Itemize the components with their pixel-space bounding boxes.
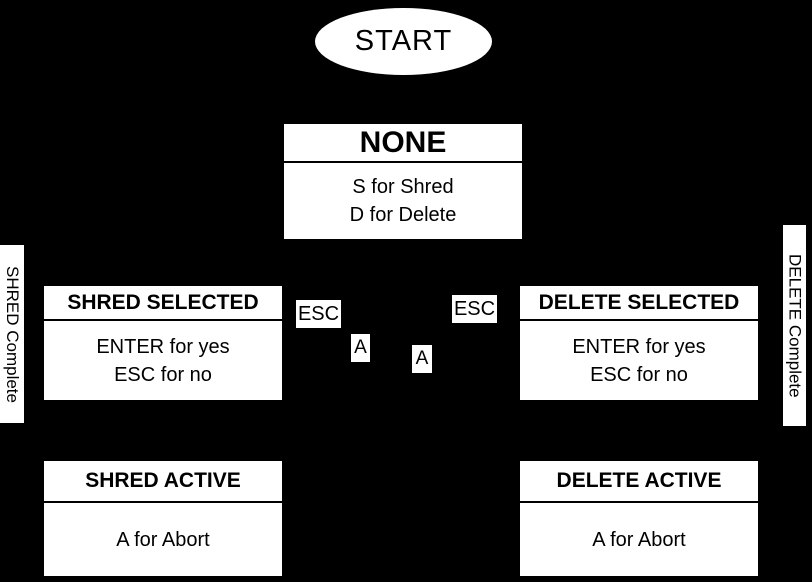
edge-label-shred-complete: SHRED Complete xyxy=(0,245,24,423)
state-shred-selected-line2: ESC for no xyxy=(114,363,212,386)
state-shred-selected-title: SHRED SELECTED xyxy=(44,286,282,321)
edge-label-delete-complete: DELETE Complete xyxy=(783,225,806,426)
state-delete-active: DELETE ACTIVE A for Abort xyxy=(520,461,758,576)
state-shred-active-body: A for Abort xyxy=(44,503,282,576)
state-delete-selected-line2: ESC for no xyxy=(590,363,688,386)
state-none-body: S for Shred D for Delete xyxy=(284,163,522,239)
state-delete-selected: DELETE SELECTED ENTER for yes ESC for no xyxy=(520,286,758,400)
edge-label-esc-right: ESC xyxy=(452,295,497,323)
state-shred-selected-body: ENTER for yes ESC for no xyxy=(44,321,282,400)
state-none: NONE S for Shred D for Delete xyxy=(284,124,522,239)
state-shred-active: SHRED ACTIVE A for Abort xyxy=(44,461,282,576)
state-delete-selected-title: DELETE SELECTED xyxy=(520,286,758,321)
state-delete-selected-line1: ENTER for yes xyxy=(572,335,706,358)
state-shred-active-title: SHRED ACTIVE xyxy=(44,461,282,503)
edge-label-abort-right: A xyxy=(412,345,432,373)
start-node-label: START xyxy=(354,25,453,57)
edge-label-esc-left: ESC xyxy=(296,300,341,328)
state-delete-active-body: A for Abort xyxy=(520,503,758,576)
state-delete-selected-body: ENTER for yes ESC for no xyxy=(520,321,758,400)
start-node: START xyxy=(315,8,492,75)
state-delete-active-title: DELETE ACTIVE xyxy=(520,461,758,503)
edge-label-abort-left: A xyxy=(351,334,370,362)
state-none-line1: S for Shred xyxy=(352,176,454,198)
state-shred-selected-line1: ENTER for yes xyxy=(96,335,230,358)
state-delete-active-line1: A for Abort xyxy=(592,528,686,551)
state-shred-active-line1: A for Abort xyxy=(116,528,210,551)
state-shred-selected: SHRED SELECTED ENTER for yes ESC for no xyxy=(44,286,282,400)
state-none-title: NONE xyxy=(284,124,522,163)
state-none-line2: D for Delete xyxy=(349,204,457,226)
